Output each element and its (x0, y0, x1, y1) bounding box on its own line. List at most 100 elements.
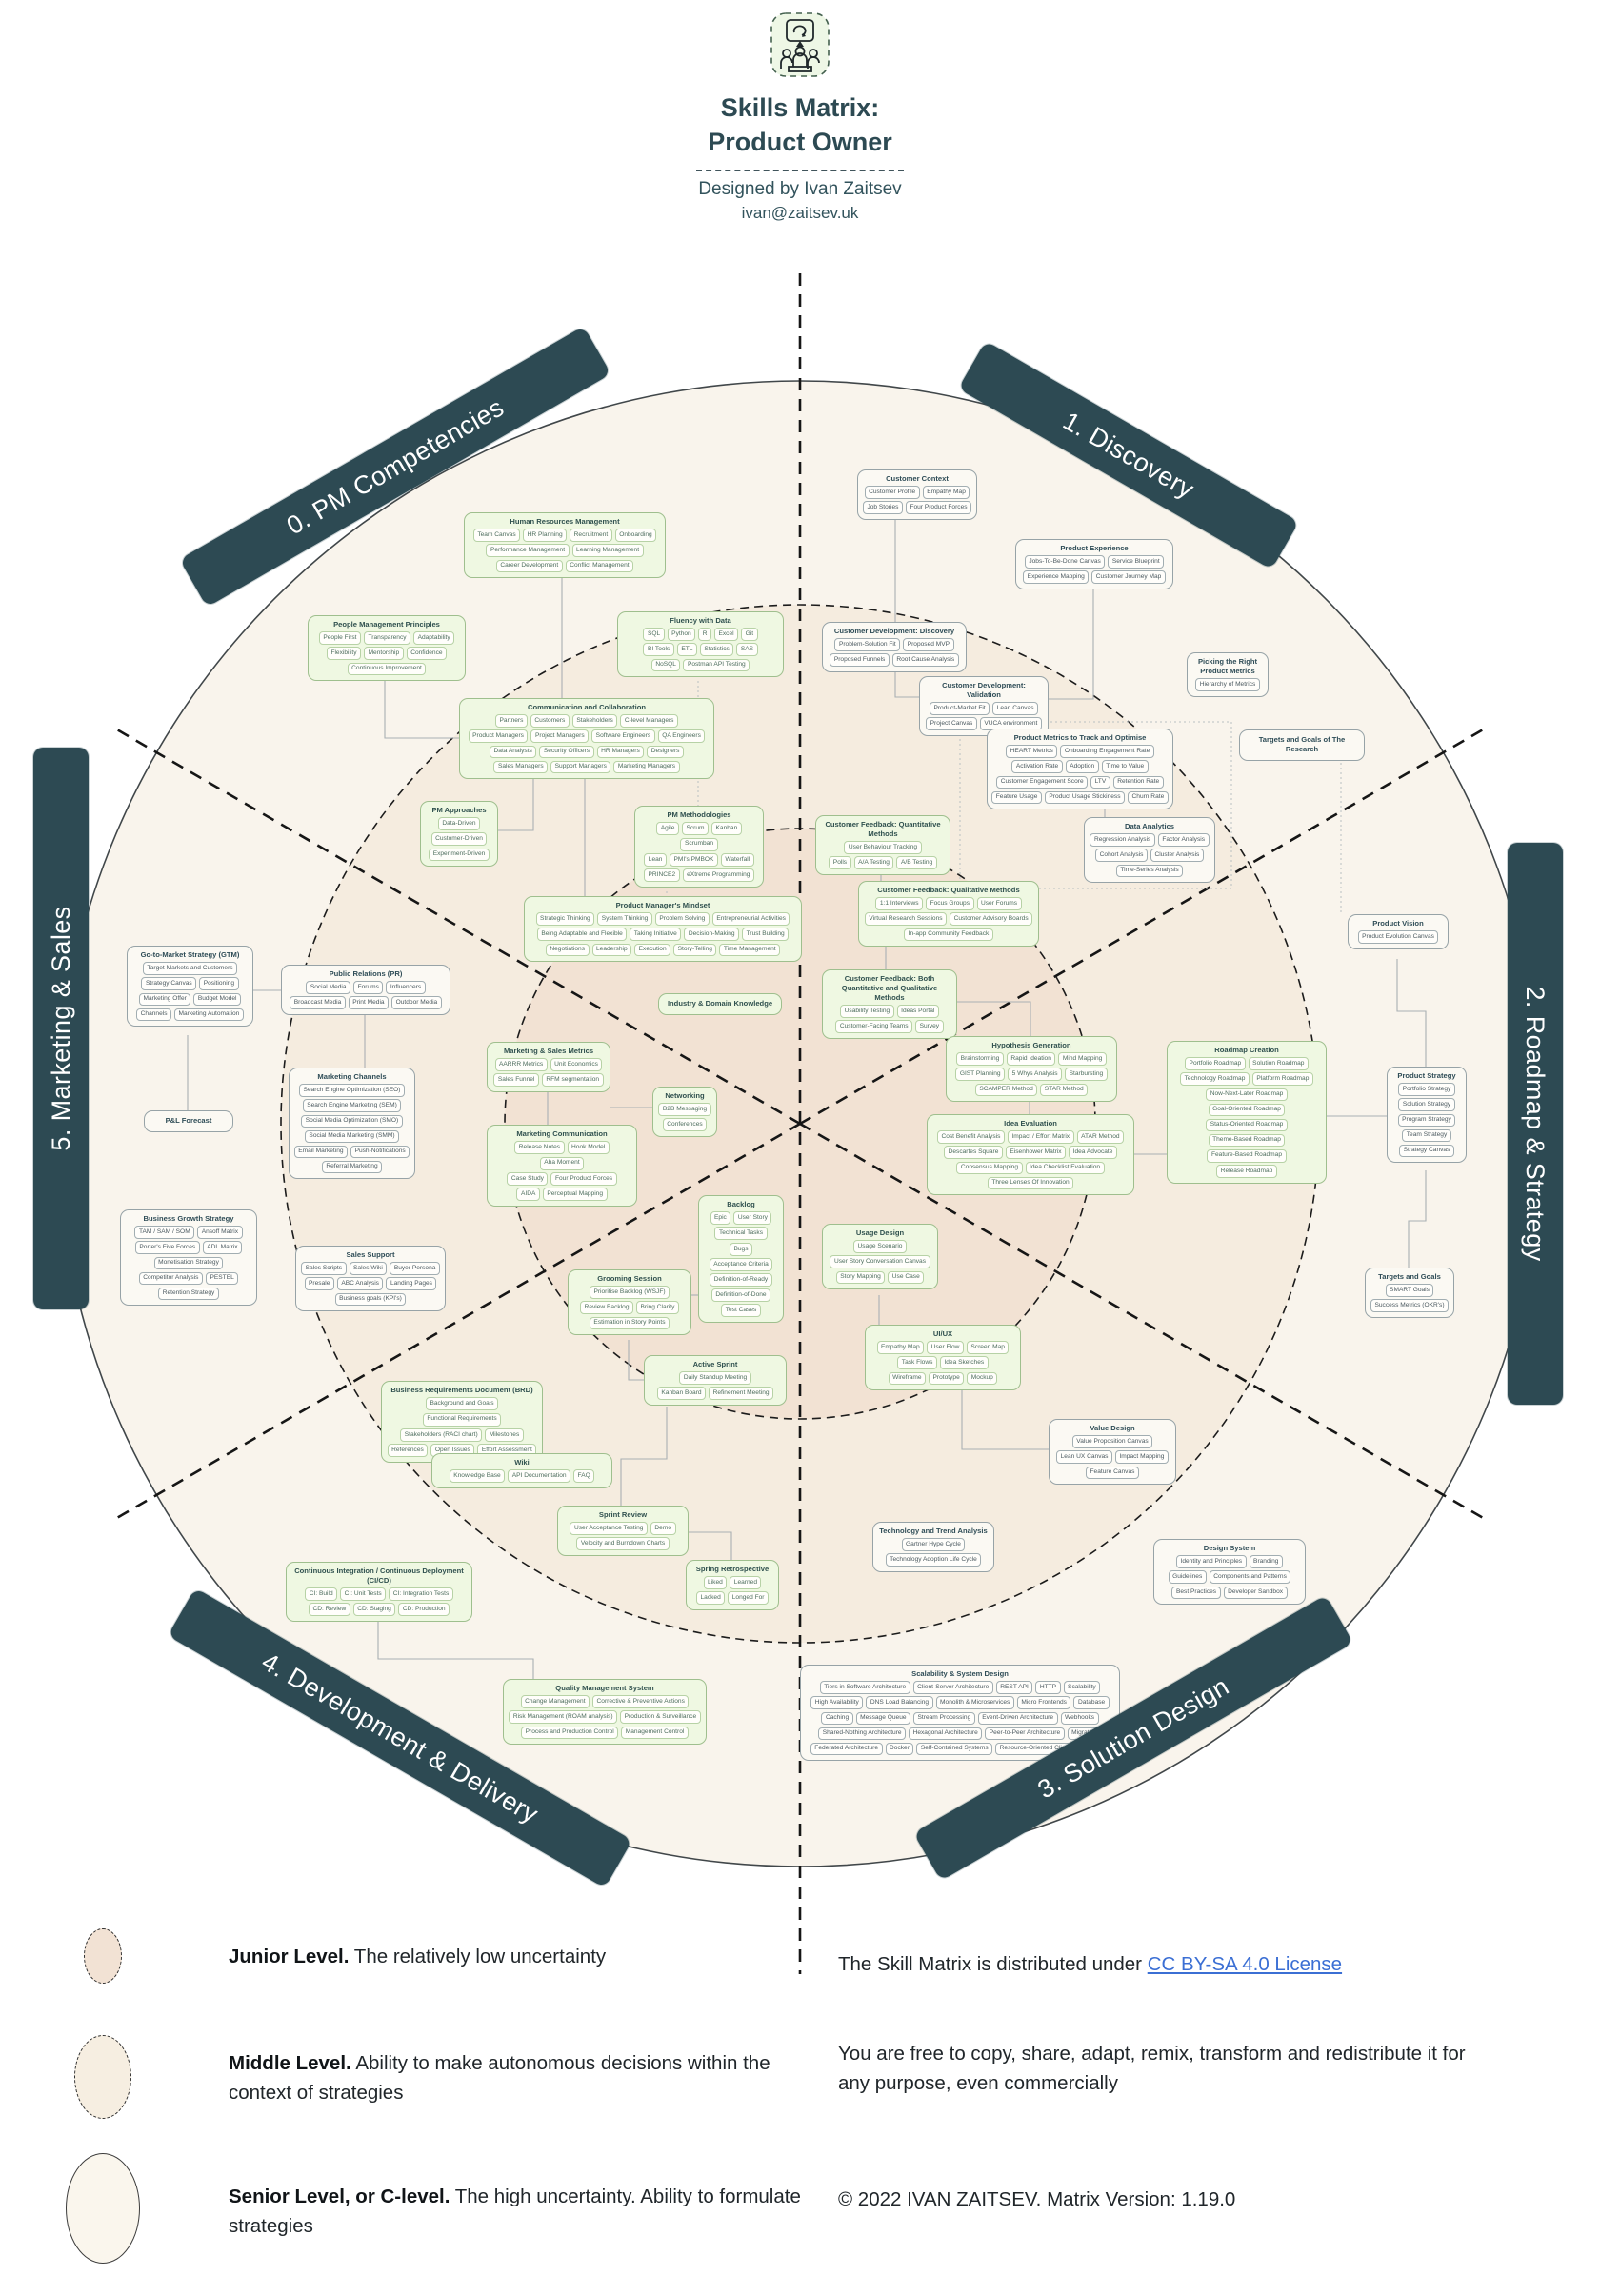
skill-pill: Lacked (696, 1591, 726, 1606)
skill-pill: Usability Testing (840, 1005, 894, 1018)
cc-license-link[interactable]: CC BY-SA 4.0 License (1147, 1953, 1343, 1975)
skill-pill: DNS Load Balancing (866, 1696, 933, 1710)
skill-pill: Statistics (699, 643, 734, 657)
skill-pill: Proposed MVP (903, 638, 954, 651)
group-title: Grooming Session (597, 1274, 662, 1283)
skill-pill: Social Media (306, 981, 351, 994)
group-title: Wiki (514, 1458, 530, 1467)
skill-pill: Scrum (681, 822, 709, 835)
skill-pill: Scrumban (680, 837, 718, 851)
skill-pill: Hexagonal Architecture (909, 1727, 983, 1741)
senior-level-ellipse (66, 2153, 140, 2264)
skill-pill: System Thinking (597, 912, 652, 926)
skill-pill: Churn Rate (1128, 790, 1169, 805)
license-line: The Skill Matrix is distributed under CC… (838, 1953, 1343, 1975)
skill-pill: Daily Standup Meeting (679, 1371, 751, 1385)
skill-pill: SCAMPER Method (974, 1083, 1038, 1097)
skill-pill: Story-Telling (673, 943, 717, 957)
skill-pill: Focus Groups (926, 897, 974, 910)
skill-pill: Kanban Board (656, 1387, 707, 1401)
skill-pill: CD: Review (308, 1603, 350, 1616)
skill-pill: Four Product Forces (905, 501, 972, 515)
group-title: Scalability & System Design (911, 1669, 1009, 1678)
skill-pill: B2B Messaging (658, 1103, 711, 1116)
skill-pill: NoSQL (650, 658, 681, 672)
skill-pill: Feature Canvas (1086, 1466, 1139, 1480)
skill-pill: Mind Mapping (1058, 1052, 1107, 1066)
skill-pill: Buyer Persona (390, 1262, 440, 1275)
skill-pill: User Acceptance Testing (570, 1522, 648, 1535)
skill-pill: eXtreme Programming (682, 868, 754, 882)
skill-pill: Data-Driven (437, 817, 481, 830)
skill-pill: Onboarding (614, 529, 657, 542)
skill-pill: Impact Mapping (1114, 1450, 1169, 1465)
skill-pill: Review Backlog (580, 1301, 633, 1315)
group-title: Product Vision (1372, 919, 1424, 928)
skill-pill: Status-Oriented Roadmap (1206, 1118, 1288, 1132)
skill-pill: Release Notes (514, 1141, 565, 1154)
skill-pill: Program Strategy (1397, 1113, 1456, 1128)
skill-pill: Time to Value (1101, 760, 1149, 774)
skill-pill: Knowledge Base (449, 1469, 506, 1483)
skill-pill: Time-Series Analysis (1115, 864, 1184, 878)
group-title: Industry & Domain Knowledge (667, 999, 773, 1008)
skill-pill: Empathy Map (922, 486, 970, 499)
skill-pill: HTTP (1035, 1681, 1061, 1694)
skill-pill: Docker (885, 1742, 914, 1756)
group-title: Idea Evaluation (1004, 1119, 1057, 1128)
skill-pill: Budget Model (193, 992, 242, 1007)
skill-pill: ABC Analysis (336, 1277, 384, 1291)
skill-pill: Customer-Driven (430, 832, 488, 847)
skill-pill: Negotiations (545, 943, 590, 957)
skill-pill: Presale (304, 1277, 334, 1291)
skill-pill: Bring Clarity (636, 1301, 679, 1315)
skill-pill: Problem-Solution Fit (834, 638, 901, 651)
group-title: Roadmap Creation (1214, 1046, 1279, 1054)
skill-pill: Product-Market Fit (929, 702, 990, 715)
skill-pill: Search Engine Optimization (SEO) (299, 1084, 405, 1097)
group-title: Product Experience (1060, 544, 1129, 552)
group-title: Marketing Communication (516, 1129, 608, 1138)
skill-pill: CI: Unit Tests (340, 1587, 387, 1601)
skill-pill: Forums (353, 981, 384, 994)
group-title: Design System (1203, 1544, 1256, 1552)
skill-pill: Gartner Hype Cycle (901, 1538, 966, 1551)
skill-pill: Unit Economics (550, 1058, 603, 1071)
skill-pill: R (698, 628, 711, 641)
skill-pill: Definition-of-Ready (710, 1273, 772, 1287)
senior-level-legend: Senior Level, or C-level. The high uncer… (229, 2186, 801, 2237)
group-title: Product Manager's Mindset (615, 901, 710, 909)
skill-pill: Use Case (888, 1270, 925, 1285)
skill-pill: Partners (495, 714, 528, 728)
skill-group-pl-forecast: P&L Forecast (144, 1110, 233, 1132)
skill-group-targets-goals-research: Targets and Goals of The Research (1239, 729, 1365, 761)
skill-pill: Outdoor Media (391, 996, 442, 1010)
skill-pill: Team Canvas (472, 529, 521, 542)
skill-pill: Jobs-To-Be-Done Canvas (1024, 555, 1106, 569)
skill-pill: SMART Goals (1385, 1284, 1434, 1297)
group-title: Sales Support (346, 1250, 395, 1259)
group-title: PM Methodologies (667, 810, 731, 819)
skill-pill: Lean UX Canvas (1056, 1450, 1112, 1465)
skill-pill: Customers (530, 714, 570, 728)
skill-pill: Activation Rate (1011, 760, 1063, 774)
group-title: Customer Development: Validation (942, 681, 1026, 699)
skill-pill: Usage Scenario (853, 1240, 907, 1253)
skill-pill: Onboarding Engagement Rate (1060, 745, 1154, 758)
skill-pill: Survey (915, 1020, 944, 1033)
skill-pill: Mockup (967, 1371, 998, 1386)
group-title: Continuous Integration / Continuous Depl… (294, 1567, 464, 1585)
skill-pill: Technology Roadmap (1180, 1072, 1250, 1087)
skill-pill: Tiers in Software Architecture (819, 1681, 910, 1694)
